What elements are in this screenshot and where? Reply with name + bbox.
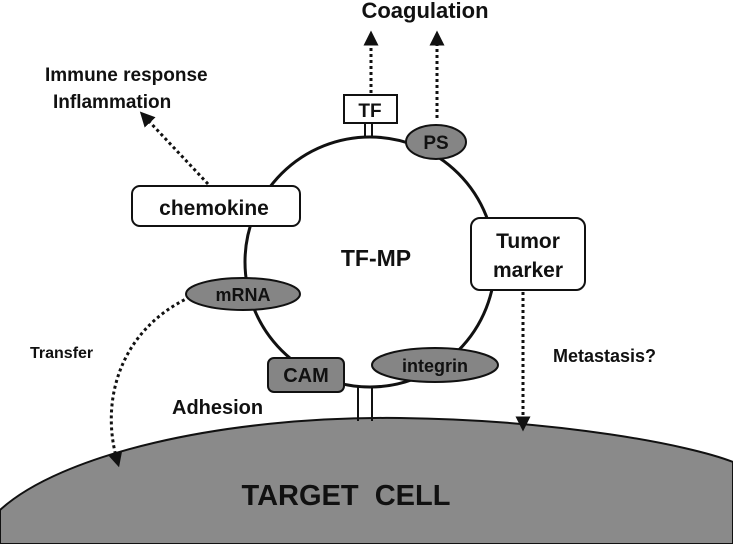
tf-label: TF — [358, 101, 381, 122]
mrna-transfer-arrow — [107, 295, 191, 468]
cam-box — [267, 357, 345, 393]
chemokine-label: chemokine — [159, 197, 269, 220]
cam-label: CAM — [283, 365, 329, 387]
ps-label: PS — [423, 133, 448, 154]
chemokine-box — [131, 185, 301, 227]
inflammation-label: Inflammation — [53, 92, 171, 113]
immune-response-label: Immune response — [45, 65, 208, 86]
dotted-arrows — [107, 30, 531, 468]
chemokine-immune-arrow — [139, 111, 210, 186]
metastasis-label: Metastasis? — [553, 346, 656, 366]
tumor-label: Tumor — [496, 230, 560, 253]
integrin-label: integrin — [402, 356, 468, 376]
transfer-label: Transfer — [30, 345, 93, 362]
target-cell — [0, 416, 733, 544]
ps-ellipse — [405, 124, 467, 160]
tf-box — [343, 94, 398, 124]
integrin-ellipse — [371, 347, 499, 383]
adhesion-label: Adhesion — [172, 397, 263, 419]
mrna-label: mRNA — [215, 285, 270, 305]
coagulation-label: Coagulation — [361, 0, 488, 23]
target-cell-label: TARGET CELL — [242, 480, 451, 512]
mrna-ellipse — [185, 277, 301, 311]
tf-mp-label: TF-MP — [341, 245, 411, 271]
tumor-marker-box — [470, 217, 586, 291]
marker-label: marker — [493, 259, 563, 282]
